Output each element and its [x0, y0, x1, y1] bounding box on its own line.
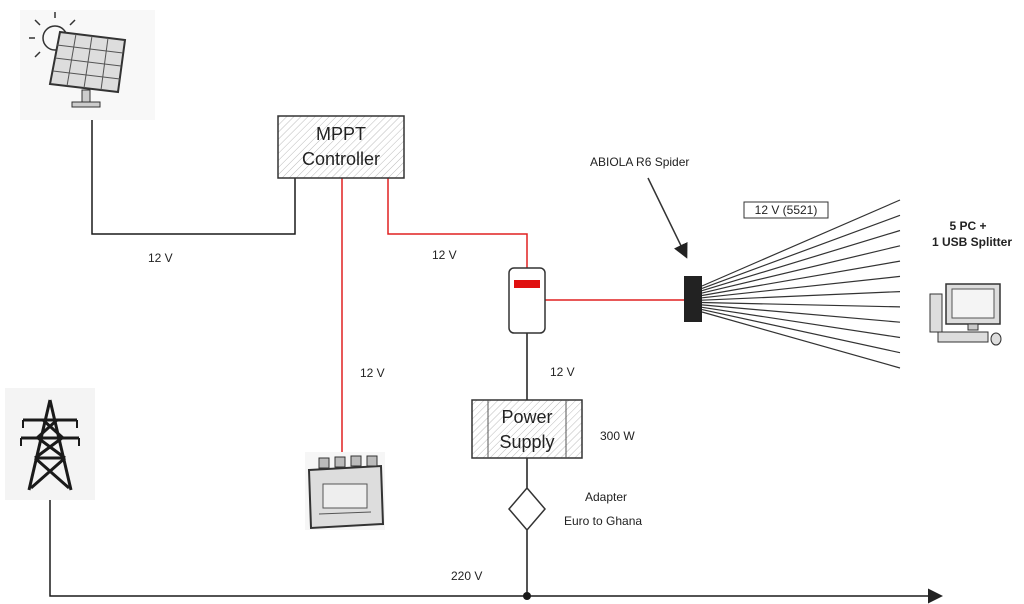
- pc-label-line2: 1 USB Splitter: [932, 235, 1012, 249]
- mppt-label-line2: Controller: [302, 149, 380, 169]
- spider-cable: [701, 214, 901, 289]
- adapter-label-line2: Euro to Ghana: [564, 514, 642, 528]
- solar-panel-icon: [20, 10, 155, 120]
- solar-to-mppt-wire: [91, 120, 296, 235]
- mppt-label-line1: MPPT: [316, 124, 366, 144]
- spider-pointer-arrow: [647, 177, 688, 259]
- battery-icon: [305, 452, 385, 530]
- adapter-label-line1: Adapter: [585, 490, 627, 504]
- mppt-to-fuse-voltage-label: 12 V: [432, 248, 457, 262]
- spider-connector-block: [684, 276, 702, 322]
- grid-junction-dot: [523, 592, 531, 600]
- spider-cable: [701, 245, 901, 294]
- fuse-switch: [508, 267, 546, 334]
- battery-voltage-label: 12 V: [360, 366, 385, 380]
- spider-cable: [701, 309, 901, 354]
- pc-label-line1: 5 PC +: [949, 219, 986, 233]
- grid-voltage-label: 220 V: [451, 569, 482, 583]
- spider-cable: [701, 260, 901, 297]
- spider-cable: [701, 275, 901, 299]
- spider-cable: [701, 229, 901, 292]
- spider-cable: [701, 199, 901, 287]
- solar-voltage-label: 12 V: [148, 251, 173, 265]
- spider-output-label-box: [743, 201, 829, 219]
- grid-line: [49, 496, 943, 604]
- spider-cable: [701, 306, 901, 339]
- psu-label-line1: Power: [501, 407, 552, 427]
- spider-output-label: 12 V (5521): [755, 203, 818, 217]
- mppt-to-fuse-wire: [387, 178, 528, 268]
- mppt-controller-box: MPPT Controller: [277, 115, 405, 179]
- adapter-diamond: [508, 486, 546, 532]
- spider-cable: [701, 304, 901, 323]
- spider-fanout-cables: [701, 199, 901, 369]
- fuse-to-psu-voltage-label: 12 V: [550, 365, 575, 379]
- power-supply-box: Power Supply: [471, 399, 583, 459]
- power-tower-icon: [5, 388, 95, 500]
- spider-cable: [701, 311, 901, 369]
- spider-cable: [701, 301, 901, 308]
- spider-label: ABIOLA R6 Spider: [590, 155, 689, 169]
- computer-icon: [929, 283, 1002, 346]
- psu-label-line2: Supply: [499, 432, 554, 452]
- psu-power-label: 300 W: [600, 429, 635, 443]
- spider-cable: [701, 291, 901, 301]
